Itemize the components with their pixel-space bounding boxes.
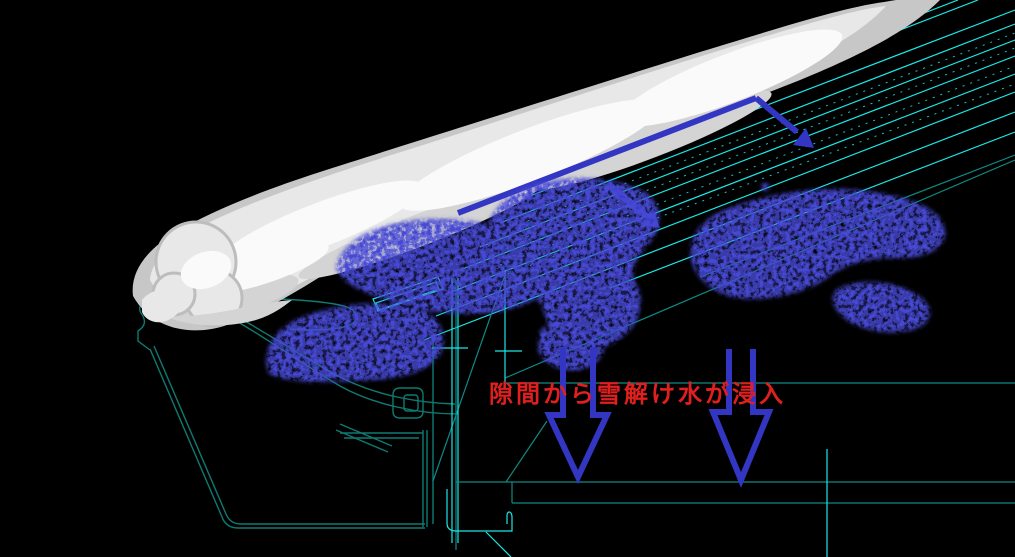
drip-arrow-left [544, 347, 612, 485]
water-droplet [761, 183, 769, 191]
annotation-text: 隙間から雪解け水が浸入 [489, 380, 786, 408]
drip-arrows [544, 347, 774, 488]
drip-arrow-right [708, 349, 774, 488]
flow-arrow-top-head [793, 128, 814, 148]
snow-accumulation [132, 0, 941, 331]
roof-flow-line [456, 95, 758, 216]
flow-arrow-top-shaft [754, 95, 799, 135]
meltwater-speckle [266, 178, 946, 382]
water-droplet [722, 259, 732, 269]
